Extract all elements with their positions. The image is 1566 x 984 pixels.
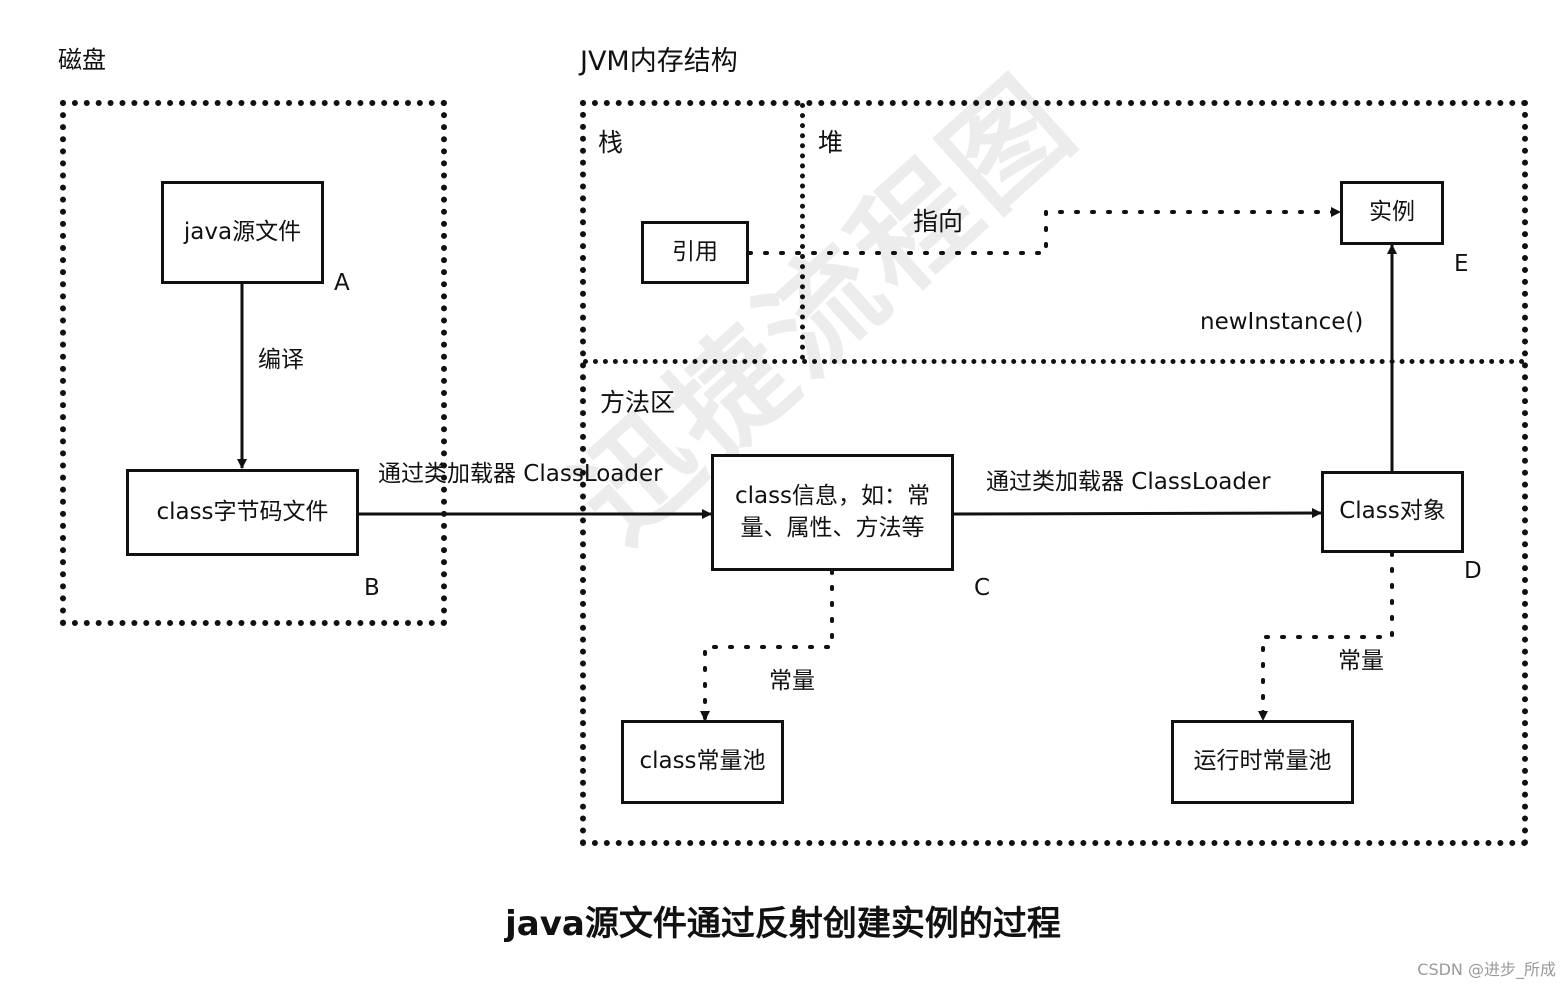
method-area-region-label: 方法区: [600, 388, 676, 417]
constant-edge-label-1: 常量: [769, 668, 815, 694]
points-to-edge-label: 指向: [913, 207, 964, 236]
constant-edge-label-2: 常量: [1338, 648, 1384, 674]
instance-node: 实例: [1340, 181, 1444, 245]
heap-method-area-divider: [583, 359, 1525, 364]
reference-node: 引用: [641, 221, 749, 284]
disk-region-label: 磁盘: [58, 46, 106, 74]
diagram-title: java源文件通过反射创建实例的过程: [505, 904, 1061, 944]
stack-region-label: 栈: [598, 128, 624, 157]
jvm-region: [580, 100, 1528, 846]
class-info-label-line2: 量、属性、方法等: [740, 514, 925, 541]
compile-edge-label: 编译: [258, 347, 304, 373]
jvm-region-label: JVM内存结构: [580, 46, 738, 77]
class-file-label: class字节码文件: [156, 498, 329, 525]
points-to-arrow: [747, 207, 1342, 255]
footer-credit: CSDN @进步_所成: [1417, 960, 1556, 979]
new-instance-edge-label: newInstance(): [1200, 309, 1364, 335]
label-d: D: [1464, 558, 1482, 584]
classloader-arrow-2: [952, 508, 1322, 519]
class-object-label: Class对象: [1339, 498, 1446, 525]
classloader-edge-label-1: 通过类加载器 ClassLoader: [378, 461, 663, 487]
java-source-label: java源文件: [183, 218, 302, 245]
constant-arrow-2: [1258, 551, 1394, 722]
label-a: A: [334, 270, 350, 296]
disk-region: [60, 100, 447, 626]
class-constant-pool-node: class常量池: [621, 720, 784, 804]
reference-label: 引用: [672, 238, 718, 265]
runtime-constant-pool-node: 运行时常量池: [1171, 720, 1354, 804]
classloader-edge-label-2: 通过类加载器 ClassLoader: [986, 469, 1271, 495]
class-info-node: class信息，如：常 量、属性、方法等: [711, 454, 954, 571]
class-file-node: class字节码文件: [126, 469, 359, 556]
label-e: E: [1454, 251, 1469, 277]
runtime-constant-pool-label: 运行时常量池: [1193, 748, 1332, 775]
stack-heap-divider: [800, 103, 805, 360]
constant-arrow-1: [700, 569, 834, 722]
class-info-label-line1: class信息，如：常: [734, 483, 931, 510]
class-object-node: Class对象: [1321, 471, 1464, 553]
class-constant-pool-label: class常量池: [639, 748, 766, 775]
label-c: C: [974, 575, 991, 601]
instance-label: 实例: [1369, 199, 1415, 226]
heap-region-label: 堆: [818, 128, 844, 157]
label-b: B: [364, 575, 380, 601]
java-source-node: java源文件: [161, 181, 324, 284]
